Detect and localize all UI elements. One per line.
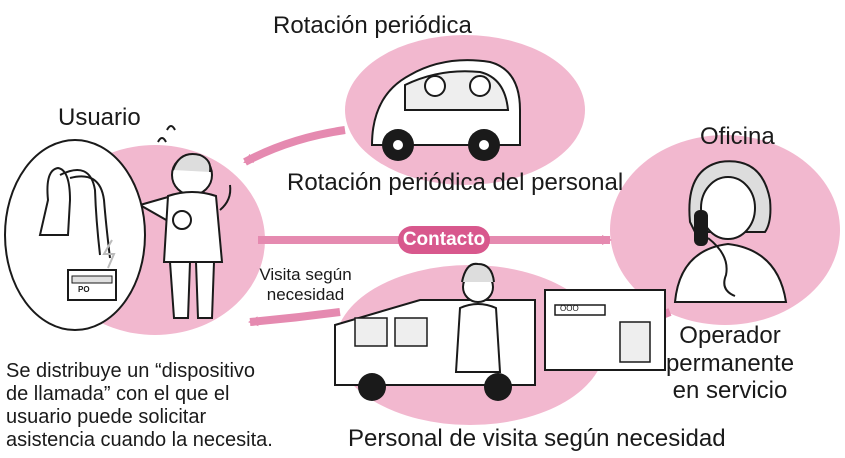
label-usuario: Usuario bbox=[58, 104, 141, 131]
label-operador-line2: permanente bbox=[665, 349, 795, 377]
arrow-visit-to-user bbox=[248, 308, 341, 327]
label-description-line2: de llamada” con el que el bbox=[6, 383, 230, 405]
label-rotacion: Rotación periódica bbox=[273, 12, 472, 39]
label-description-line4: asistencia cuando la necesita. bbox=[6, 429, 273, 451]
label-oficina: Oficina bbox=[700, 123, 775, 150]
car bbox=[370, 59, 521, 161]
building-sign: OOO bbox=[560, 304, 579, 313]
label-operador: Operador permanente en servicio bbox=[665, 322, 795, 405]
label-operador-line3: en servicio bbox=[672, 377, 788, 405]
label-description-line3: usuario puede solicitar bbox=[6, 406, 207, 428]
contact-badge: Contacto bbox=[398, 226, 490, 254]
arrow-car-to-user bbox=[243, 126, 346, 166]
label-operador-line1: Operador bbox=[679, 322, 781, 349]
operator-figure bbox=[673, 160, 788, 303]
label-description-line1: Se distribuye un “dispositivo bbox=[6, 360, 256, 382]
label-rotacion-personal: Rotación periódica del personal bbox=[287, 169, 624, 196]
label-visita-line2: necesidad bbox=[266, 284, 345, 304]
visit-scene bbox=[334, 262, 666, 401]
label-visita-line1: Visita según bbox=[259, 265, 352, 284]
label-visita: Visita según necesidad bbox=[248, 265, 363, 304]
label-description: Se distribuye un “dispositivo de llamada… bbox=[6, 360, 273, 452]
label-personal-visita: Personal de visita según necesidad bbox=[348, 425, 726, 452]
user-figure bbox=[157, 125, 232, 319]
device-label: PO bbox=[78, 285, 90, 294]
